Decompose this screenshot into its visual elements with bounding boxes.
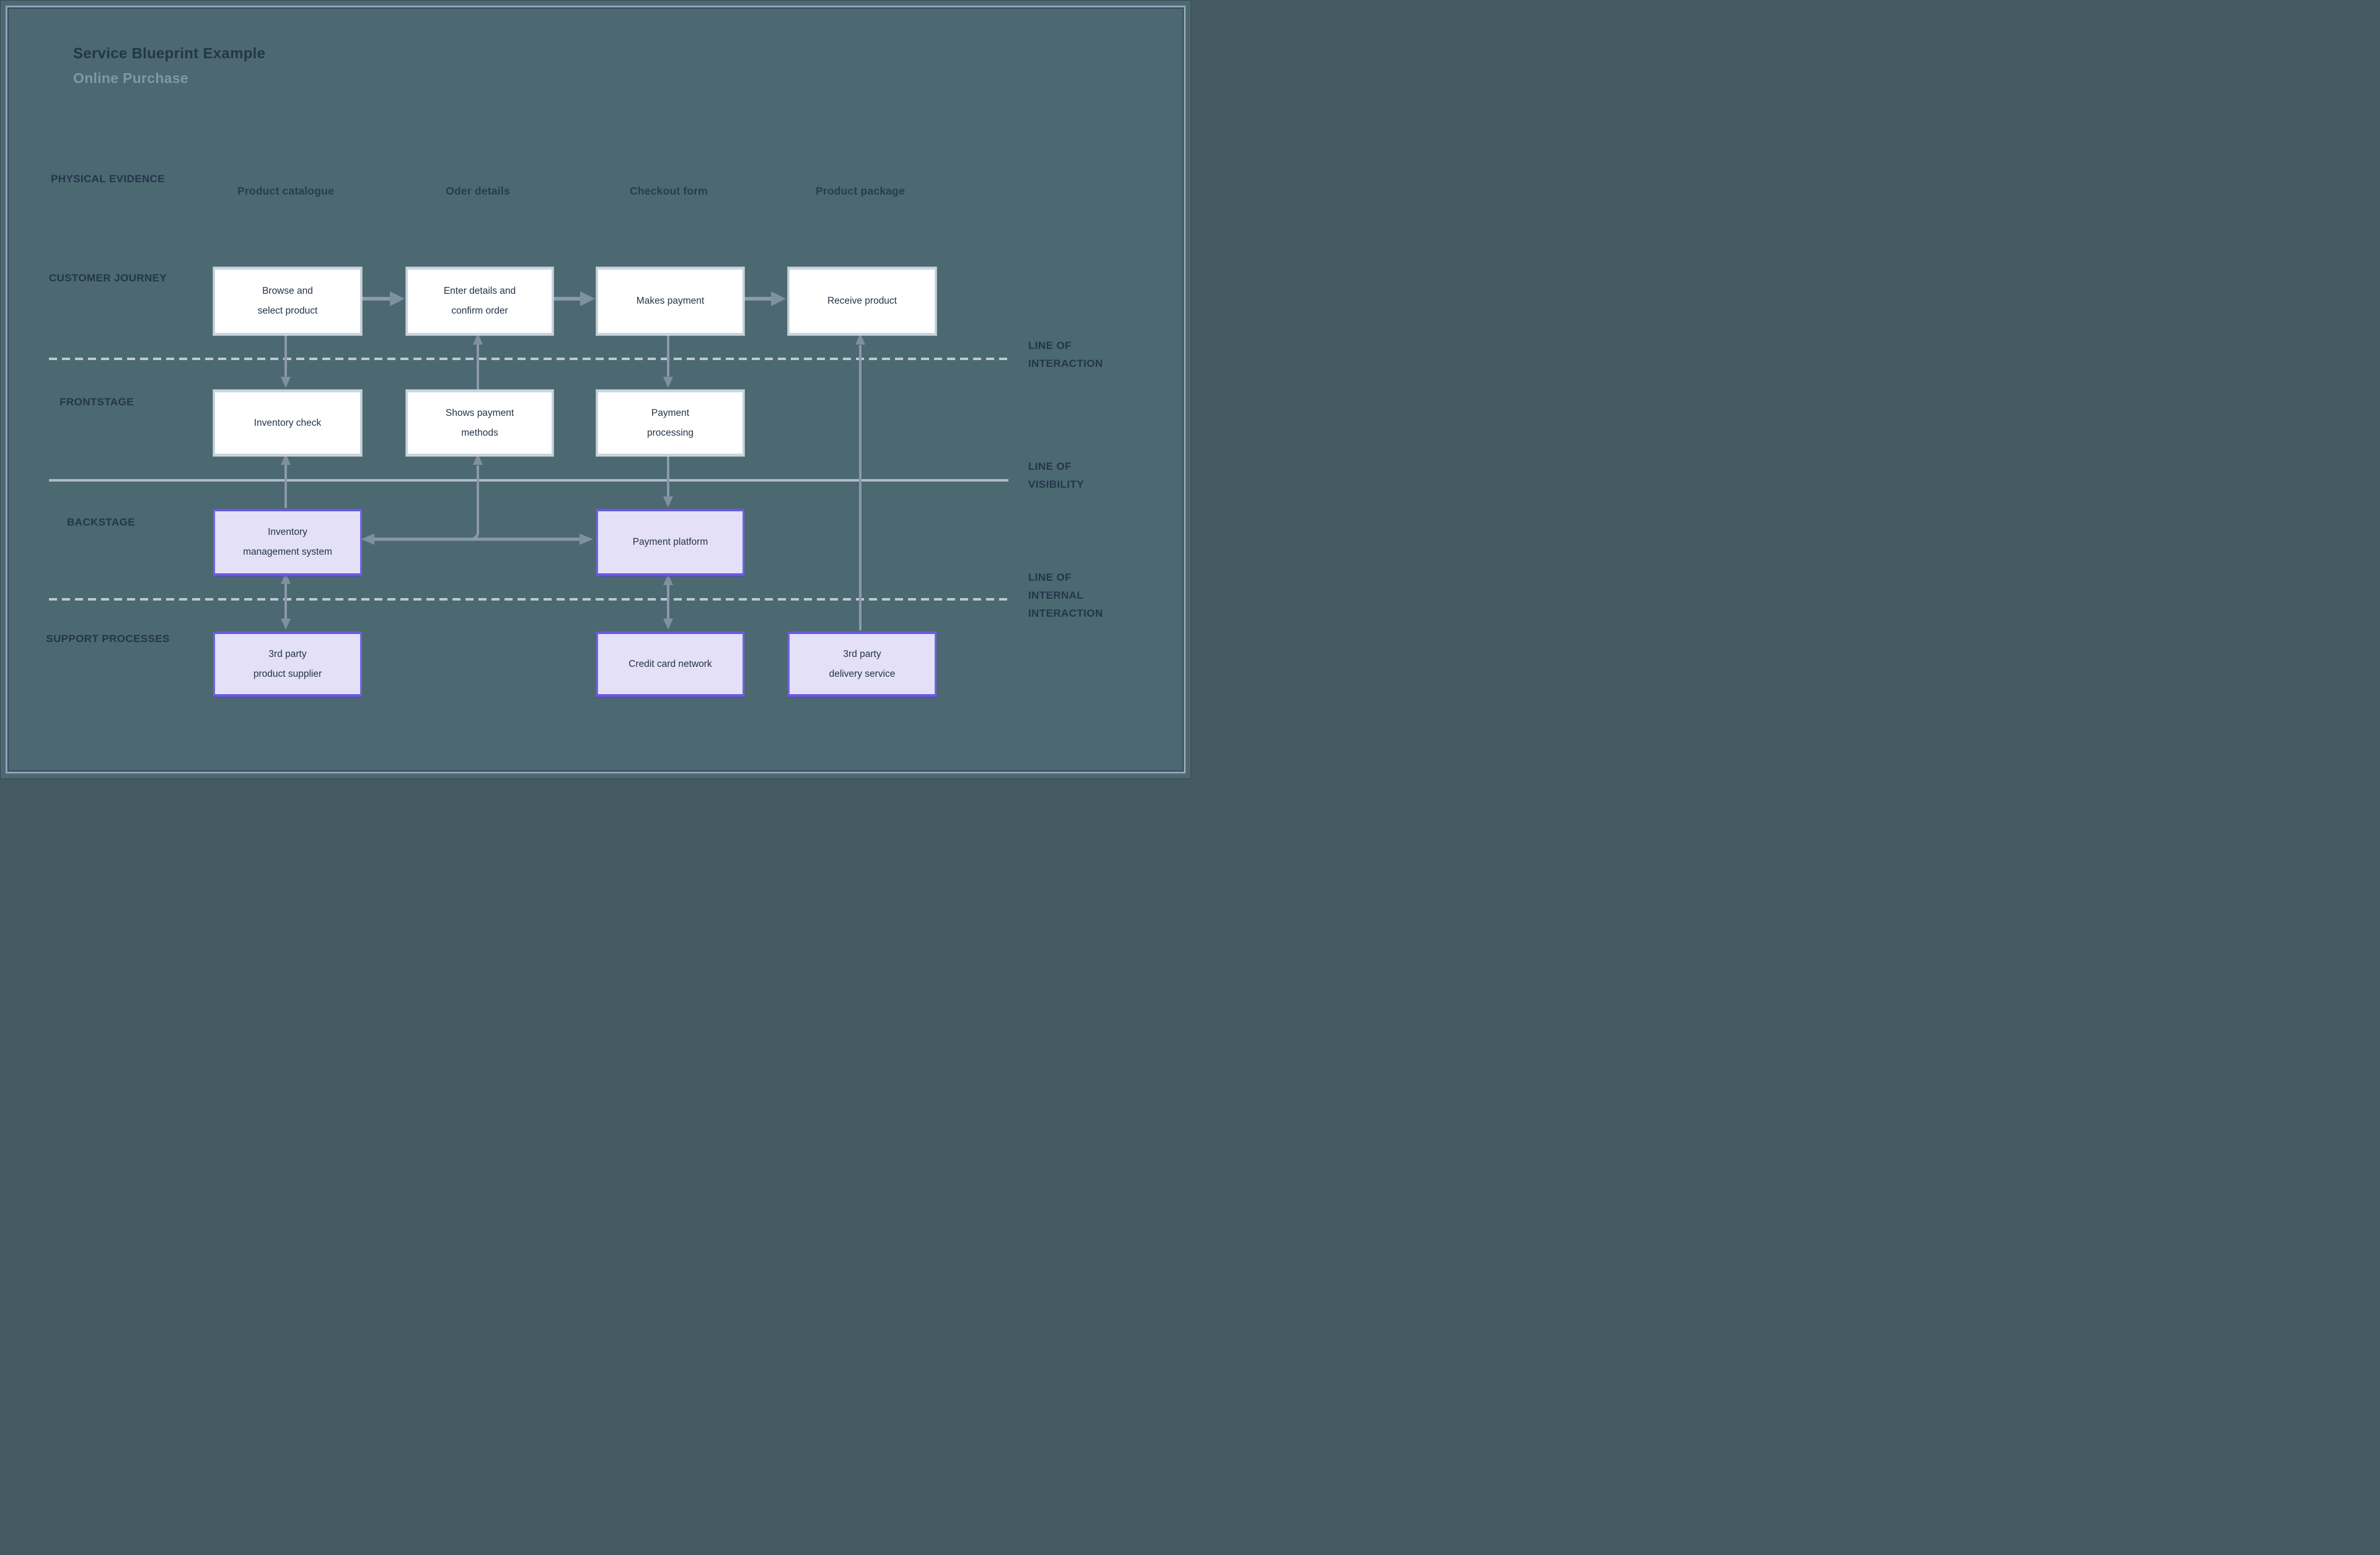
lane-label-customer-journey: CUSTOMER JOURNEY: [48, 272, 167, 284]
node-shows-payment-methods[interactable]: Shows payment methods: [406, 390, 553, 456]
node-3rd-party-delivery-service[interactable]: 3rd party delivery service: [788, 632, 937, 697]
lane-label-backstage: BACKSTAGE: [66, 516, 135, 528]
node-makes-payment[interactable]: Makes payment: [596, 267, 744, 335]
page-subtitle: Online Purchase: [73, 70, 189, 86]
arrow-payment-platform-credit-card-bidirectional: [663, 574, 673, 630]
node-enter-details-confirm-order[interactable]: Enter details and confirm order: [406, 267, 553, 335]
node-receive-product[interactable]: Receive product: [788, 267, 937, 335]
arrow-shows-payment-to-enter-details: [473, 333, 483, 390]
arrow-browse-to-inventory-check: [281, 330, 291, 388]
node-inventory-management-system[interactable]: Inventory management system: [213, 509, 362, 576]
arrow-elbow-to-shows-payment: [469, 454, 483, 540]
arrow-inventory-mgmt-to-inventory-check: [281, 454, 291, 508]
service-blueprint-canvas: Service Blueprint Example Online Purchas…: [0, 0, 1191, 779]
node-inventory-check[interactable]: Inventory check: [213, 390, 362, 456]
column-header-product-catalogue: Product catalogue: [237, 185, 335, 197]
arrow-makes-payment-to-receive-product: [742, 291, 786, 306]
lane-label-frontstage: FRONTSTAGE: [60, 396, 134, 408]
arrow-payment-processing-to-payment-platform: [663, 451, 673, 508]
line-of-internal-interaction-label: LINE OF INTERNAL INTERACTION: [1028, 571, 1103, 619]
page-title: Service Blueprint Example: [73, 45, 266, 62]
arrow-enter-details-to-makes-payment: [551, 291, 595, 306]
lane-label-support-processes: SUPPORT PROCESSES: [46, 633, 170, 645]
lane-label-physical-evidence: PHYSICAL EVIDENCE: [50, 173, 165, 185]
column-header-oder-details: Oder details: [446, 185, 510, 197]
arrow-makes-payment-to-payment-processing: [663, 330, 673, 388]
line-of-interaction: [49, 358, 1008, 360]
arrow-browse-to-enter-details: [359, 291, 405, 306]
node-credit-card-network[interactable]: Credit card network: [596, 632, 744, 697]
column-header-product-package: Product package: [815, 185, 906, 197]
node-3rd-party-product-supplier[interactable]: 3rd party product supplier: [213, 632, 362, 697]
line-of-visibility: [49, 479, 1008, 482]
connector-layer: [281, 291, 865, 630]
node-payment-platform[interactable]: Payment platform: [596, 509, 744, 576]
line-of-visibility-label: LINE OF VISIBILITY: [1028, 460, 1084, 490]
node-browse-select-product[interactable]: Browse and select product: [213, 267, 362, 335]
column-header-checkout-form: Checkout form: [629, 185, 708, 197]
arrow-delivery-service-to-receive-product: [855, 333, 865, 630]
line-of-interaction-label: LINE OF INTERACTION: [1028, 340, 1103, 369]
line-of-internal-interaction: [49, 598, 1008, 601]
node-payment-processing[interactable]: Payment processing: [596, 390, 744, 456]
arrow-inventory-mgmt-supplier-bidirectional: [281, 573, 291, 630]
arrow-backstage-horizontal-bidirectional: [361, 534, 593, 545]
